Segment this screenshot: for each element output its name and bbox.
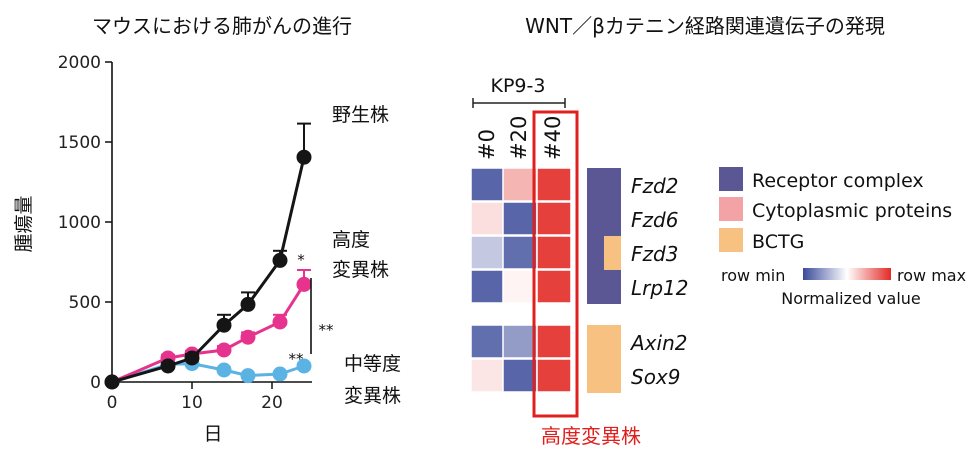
x-tick-label: 0 <box>107 393 118 413</box>
x-axis-ticks: 0 10 20 <box>107 382 283 413</box>
legend-label-receptor-complex: Receptor complex <box>752 170 924 192</box>
data-point <box>216 342 232 358</box>
category-bar <box>604 236 621 270</box>
heatmap-cell <box>470 235 506 270</box>
heatmap-cell <box>536 167 572 202</box>
data-point <box>160 358 176 374</box>
heatmap-cell <box>502 358 538 393</box>
column-label: #40 <box>541 116 565 160</box>
series-line <box>111 156 306 384</box>
x-axis-label: 日 <box>203 423 222 445</box>
y-axis-label: 腫瘍量 <box>13 195 35 252</box>
y-axis-ticks: 0 500 1000 1500 2000 <box>58 53 112 393</box>
line-chart-title: マウスにおける肺がんの進行 <box>92 14 352 38</box>
category-bar <box>587 270 621 304</box>
data-point <box>240 368 256 384</box>
data-point <box>216 317 232 333</box>
scale-min-label: row min <box>721 266 785 285</box>
heatmap-cell <box>536 201 572 236</box>
data-point <box>272 314 288 330</box>
gene-label: Axin2 <box>629 331 687 355</box>
heatmap-cell <box>470 201 506 236</box>
gene-label: Fzd6 <box>631 208 678 232</box>
data-point <box>216 362 232 378</box>
gene-label: Fzd2 <box>631 174 678 198</box>
legend-label-cytoplasmic-proteins: Cytoplasmic proteins <box>752 200 952 222</box>
group-bracket <box>472 98 566 108</box>
x-tick-label: 10 <box>181 393 203 413</box>
category-bars <box>587 168 621 393</box>
data-point <box>296 358 312 374</box>
x-tick-label: 20 <box>261 393 283 413</box>
data-point <box>240 296 256 312</box>
label-medium-metastatic-line2: 変異株 <box>344 385 401 407</box>
label-high-metastatic-line1: 高度 <box>332 229 370 251</box>
data-point <box>104 374 120 390</box>
column-label: #0 <box>475 129 499 160</box>
y-tick-label: 0 <box>90 373 101 393</box>
label-high-metastatic-line2: 変異株 <box>332 259 389 281</box>
line-chart-series <box>104 122 312 390</box>
group-label: KP9-3 <box>491 75 546 97</box>
heatmap-cell <box>470 269 506 304</box>
color-scale-legend: row min row max Normalized value <box>721 266 966 308</box>
category-bar <box>587 325 621 359</box>
tumor-growth-chart: マウスにおける肺がんの進行 腫瘍量 日 0 500 1000 1500 2000 0 10… <box>13 14 401 445</box>
wnt-expression-heatmap: WNT／βカテニン経路関連遺伝子の発現 KP9-3 #0#20#40 Fzd2F… <box>470 14 966 448</box>
data-point <box>272 366 288 382</box>
heatmap-cell <box>470 167 506 202</box>
scale-title: Normalized value <box>781 289 921 308</box>
heatmap-cell <box>502 201 538 236</box>
y-tick-label: 2000 <box>58 53 101 73</box>
heatmap-cell <box>536 235 572 270</box>
heatmap-cell <box>502 324 538 359</box>
legend-swatch-bctg <box>719 228 743 252</box>
data-point <box>240 329 256 345</box>
heatmap-cell <box>536 358 572 393</box>
y-tick-label: 500 <box>69 293 101 313</box>
heatmap-cell <box>502 269 538 304</box>
label-wild-type: 野生株 <box>332 104 389 126</box>
legend-swatch-receptor-complex <box>719 167 743 191</box>
heatmap-title: WNT／βカテニン経路関連遺伝子の発現 <box>525 14 885 38</box>
heatmap-cell <box>502 167 538 202</box>
category-bar <box>587 359 621 393</box>
label-medium-metastatic-line1: 中等度 <box>344 353 401 375</box>
data-point <box>296 276 312 292</box>
heatmap-cell <box>470 324 506 359</box>
gene-label: Sox9 <box>631 365 681 389</box>
data-point <box>296 149 312 165</box>
significance-between: ** <box>319 321 335 339</box>
significance-high: * <box>297 251 305 269</box>
data-point <box>184 350 200 366</box>
y-tick-label: 1500 <box>58 133 101 153</box>
heatmap-cell <box>536 269 572 304</box>
gene-label: Fzd3 <box>631 242 678 266</box>
highlight-label: 高度変異株 <box>541 424 641 448</box>
scale-max-label: row max <box>897 266 966 285</box>
gene-label: Lrp12 <box>631 276 689 300</box>
heatmap-cell <box>470 358 506 393</box>
highlight-column-box <box>532 110 579 418</box>
heatmap-column-labels: #0 #20 #40 <box>475 116 565 160</box>
category-bar <box>587 168 621 202</box>
category-bar <box>587 236 604 270</box>
heatmap-cell <box>502 235 538 270</box>
data-point <box>272 252 288 268</box>
y-tick-label: 1000 <box>58 213 101 233</box>
legend-swatch-cytoplasmic-proteins <box>719 197 743 221</box>
significance-medium: ** <box>289 350 305 368</box>
column-label: #20 <box>507 116 531 160</box>
category-bar <box>587 202 621 236</box>
series-0 <box>104 122 312 390</box>
legend-label-bctg: BCTG <box>752 231 804 253</box>
heatmap-cells <box>470 167 572 393</box>
category-legend: Receptor complex Cytoplasmic proteins BC… <box>719 167 952 253</box>
heatmap-cell <box>536 324 572 359</box>
color-scale-bar <box>803 268 891 280</box>
line-chart-axes <box>111 62 312 383</box>
